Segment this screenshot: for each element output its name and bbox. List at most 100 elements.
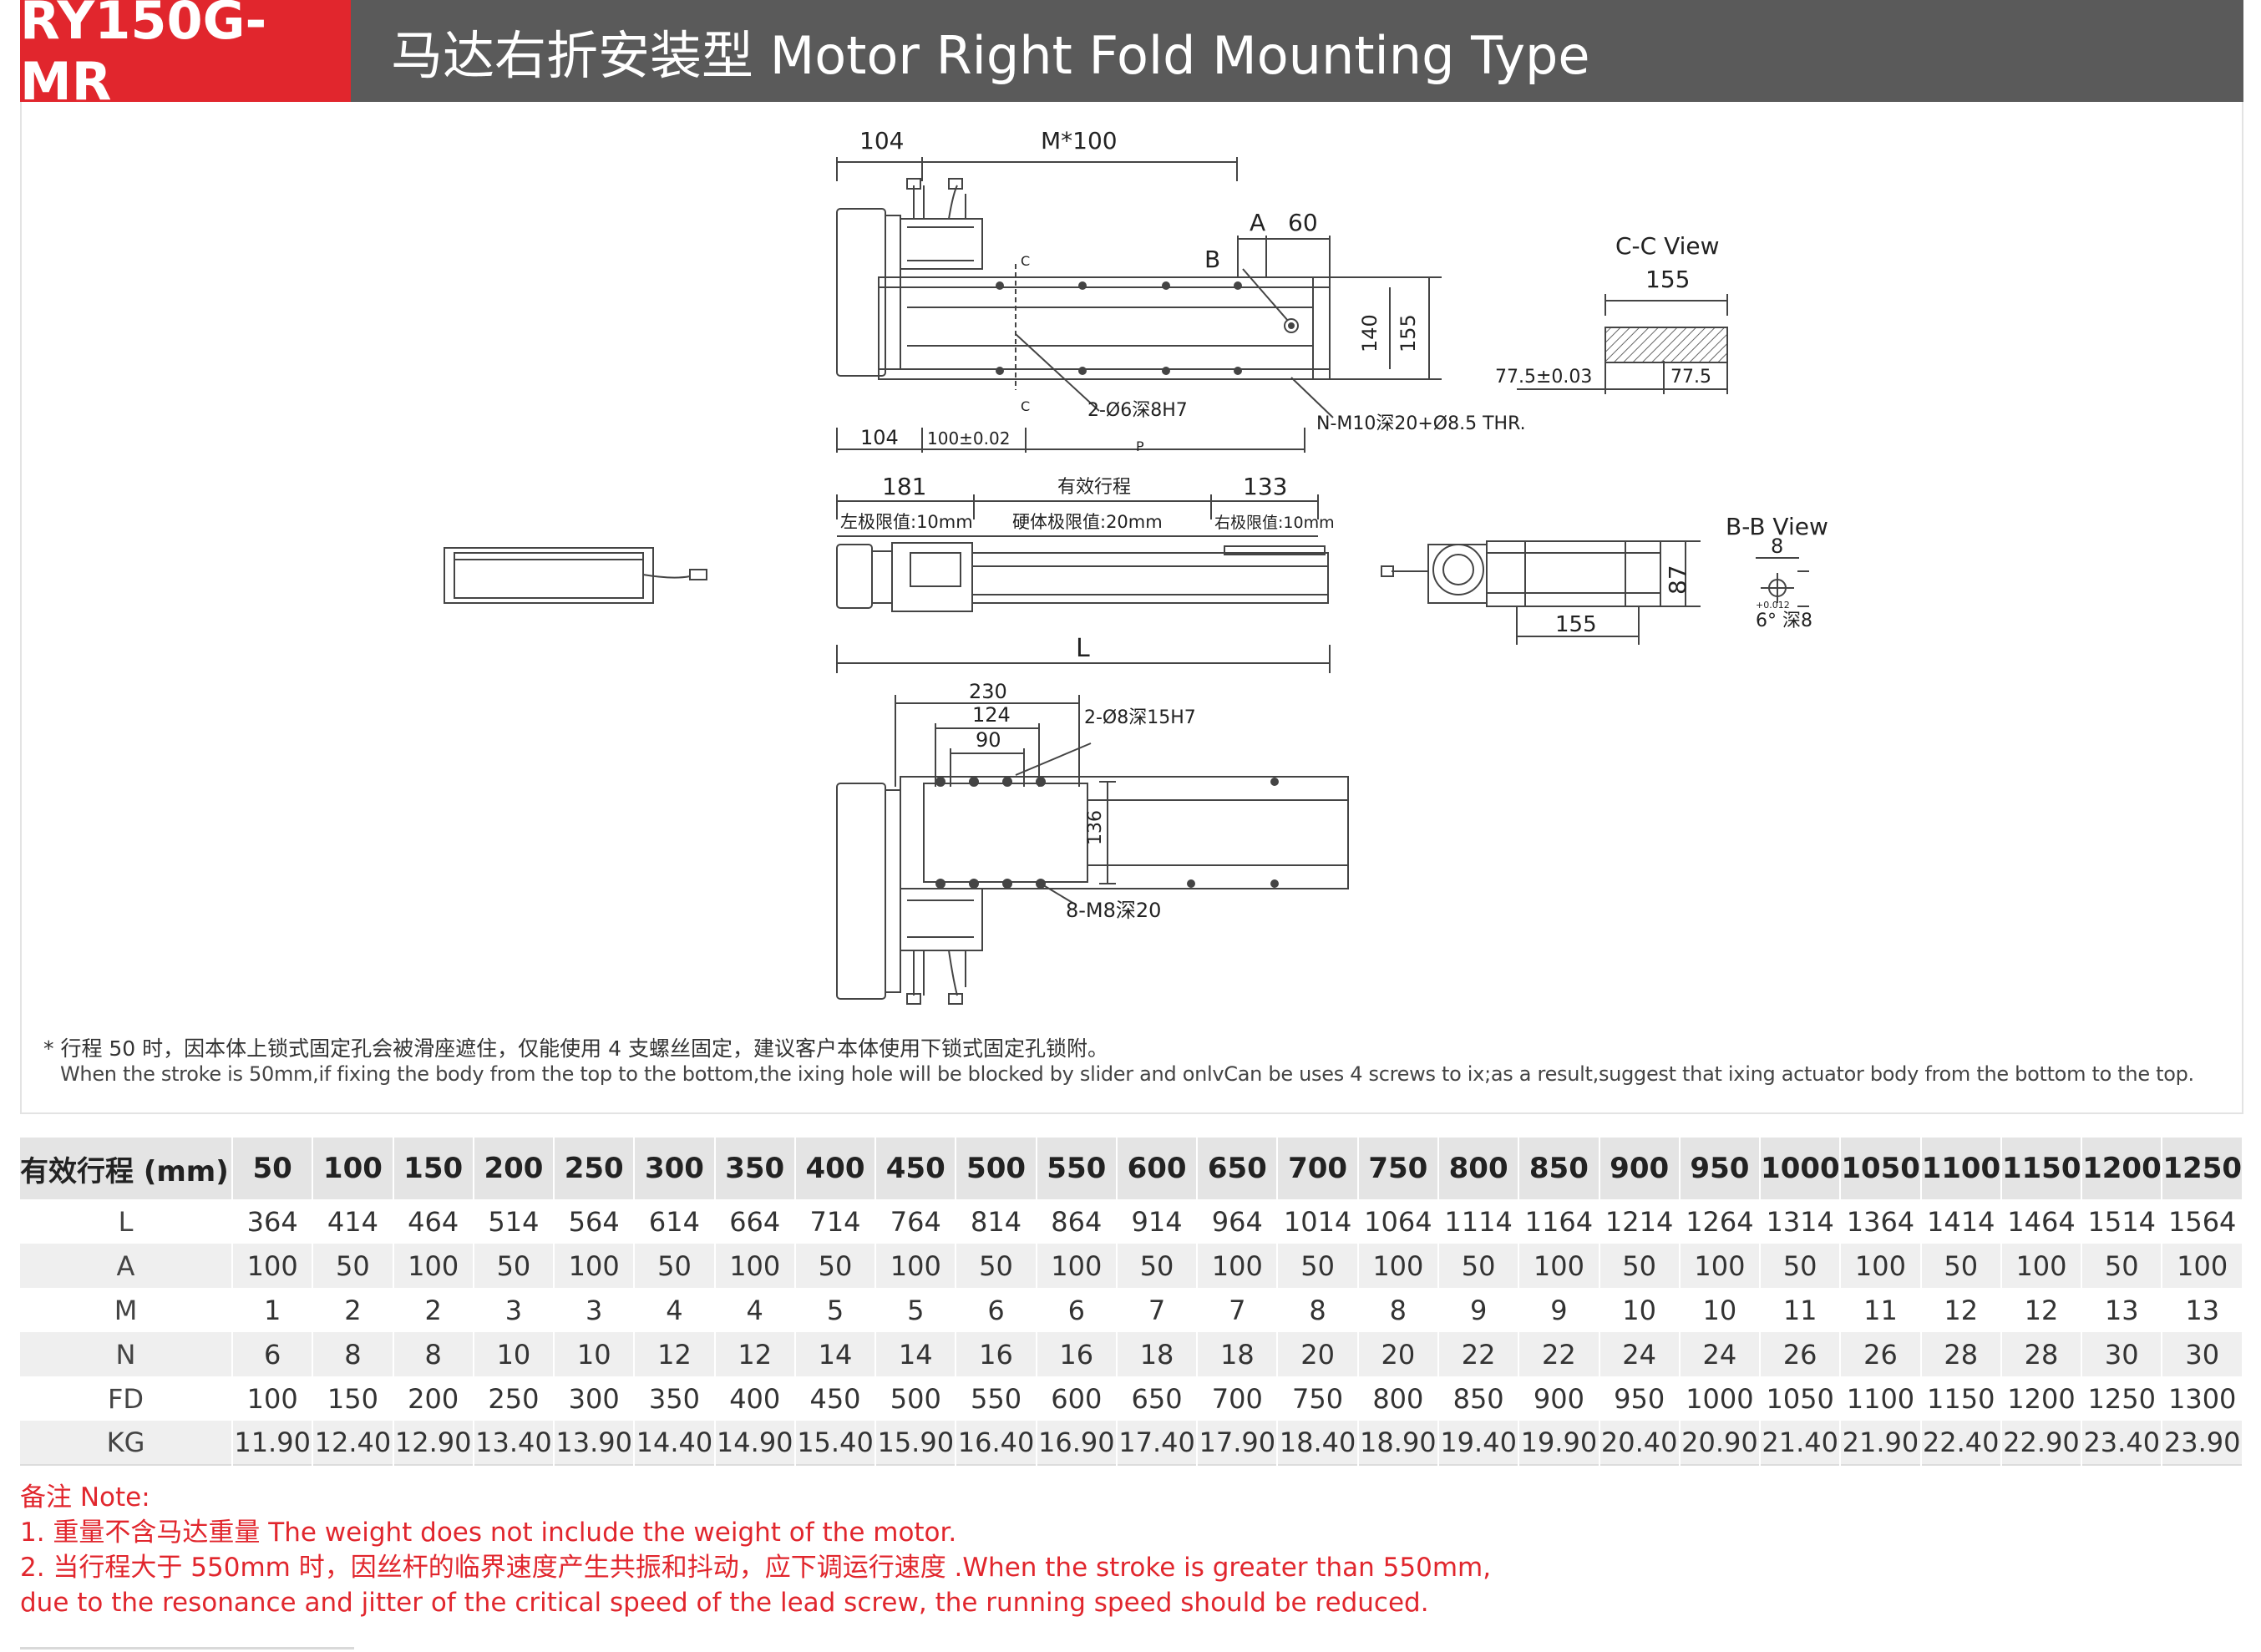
notes-title: 备注 Note: — [20, 1482, 150, 1513]
table-cell: 100 — [714, 1244, 796, 1288]
table-cell: 100 — [393, 1244, 474, 1288]
row-label: N — [20, 1332, 233, 1376]
table-cell: 10 — [473, 1332, 555, 1376]
table-cell: 14 — [794, 1332, 877, 1376]
table-cell: 12.40 — [312, 1421, 394, 1465]
table-cell: 12.90 — [393, 1421, 474, 1465]
row-label: FD — [20, 1376, 233, 1421]
bb-dim-depth: 6° 深8 — [1756, 611, 1812, 631]
table-cell: 28 — [2000, 1332, 2083, 1376]
table-cell: 13.90 — [554, 1421, 636, 1465]
bottom-dim-230: 230 — [969, 680, 1007, 703]
table-cell: 1050 — [1760, 1376, 1842, 1421]
table-cell: 200 — [393, 1376, 474, 1421]
table-cell: 1164 — [1518, 1199, 1600, 1244]
table-cell: 23.90 — [2162, 1421, 2243, 1465]
stroke-header-cell: 1100 — [1920, 1138, 2002, 1199]
table-cell: 814 — [956, 1199, 1037, 1244]
technical-drawing: 104 M*100 A 60 B C C 140 155 2-Ø6深8H7 N-… — [444, 127, 1828, 1005]
stroke-header-cell: 1050 — [1840, 1138, 1922, 1199]
cc-view — [1517, 294, 1728, 394]
cc-view-title: C-C View — [1615, 232, 1720, 260]
row-label: A — [20, 1244, 233, 1288]
table-cell: 1214 — [1599, 1199, 1681, 1244]
table-cell: 1264 — [1679, 1199, 1762, 1244]
row-label: L — [20, 1199, 233, 1244]
bottom-divider — [20, 1647, 354, 1649]
note-line-2: 2. 当行程大于 550mm 时，因丝杆的临界速度产生共振和抖动，应下调运行速度… — [20, 1553, 1492, 1583]
table-cell: 14.90 — [714, 1421, 796, 1465]
table-cell: 1314 — [1760, 1199, 1842, 1244]
table-cell: 464 — [393, 1199, 474, 1244]
table-cell: 1200 — [2000, 1376, 2083, 1421]
stroke-header-cell: 50 — [232, 1138, 314, 1199]
table-cell: 50 — [956, 1244, 1037, 1288]
table-cell: 2 — [393, 1288, 474, 1332]
table-cell: 414 — [312, 1199, 394, 1244]
table-cell: 18 — [1197, 1332, 1279, 1376]
table-cell: 1300 — [2162, 1376, 2243, 1421]
table-cell: 50 — [1920, 1244, 2002, 1288]
table-cell: 10 — [1679, 1288, 1762, 1332]
end-dim-155: 155 — [1555, 612, 1597, 637]
notes-section: 备注 Note: 1. 重量不含马达重量 The weight does not… — [20, 1480, 1691, 1620]
table-cell: 13 — [2081, 1288, 2163, 1332]
dim-155: 155 — [1397, 314, 1420, 352]
table-cell: 28 — [1920, 1332, 2002, 1376]
table-cell: 100 — [232, 1376, 314, 1421]
table-cell: 100 — [1679, 1244, 1762, 1288]
stroke-header-cell: 150 — [393, 1138, 474, 1199]
table-cell: 19.40 — [1437, 1421, 1520, 1465]
table-cell: 22.40 — [1920, 1421, 2002, 1465]
stroke-header-cell: 1200 — [2081, 1138, 2163, 1199]
left-side-view — [444, 547, 707, 604]
table-cell: 13 — [2162, 1288, 2243, 1332]
table-cell: 30 — [2162, 1332, 2243, 1376]
bottom-dim-136: 136 — [1085, 810, 1106, 845]
table-cell: 350 — [634, 1376, 716, 1421]
table-cell: 30 — [2081, 1332, 2163, 1376]
table-cell: 18 — [1116, 1332, 1199, 1376]
table-cell: 8 — [1357, 1288, 1439, 1332]
stroke-header-cell: 1000 — [1760, 1138, 1842, 1199]
label-c-bottom: C — [1021, 398, 1030, 414]
table-cell: 11 — [1760, 1288, 1842, 1332]
side-label-left-limit: 左极限值:10mm — [840, 512, 973, 532]
dim-a: A — [1250, 209, 1265, 236]
stroke-header-cell: 100 — [312, 1138, 394, 1199]
stroke-header-cell: 750 — [1357, 1138, 1439, 1199]
table-cell: 500 — [875, 1376, 957, 1421]
table-cell: 50 — [2081, 1244, 2163, 1288]
bottom-dim-124: 124 — [972, 703, 1011, 727]
stroke-header-cell: 1150 — [2000, 1138, 2083, 1199]
table-cell: 22.90 — [2000, 1421, 2083, 1465]
table-cell: 100 — [1036, 1244, 1118, 1288]
callout-pin-holes: 2-Ø6深8H7 — [1087, 400, 1188, 421]
table-cell: 650 — [1116, 1376, 1199, 1421]
bottom-dim-90: 90 — [976, 728, 1001, 752]
table-cell: 8 — [393, 1332, 474, 1376]
table-cell: 714 — [794, 1199, 877, 1244]
table-cell: 150 — [312, 1376, 394, 1421]
table-cell: 50 — [1760, 1244, 1842, 1288]
table-cell: 100 — [2000, 1244, 2083, 1288]
bb-view — [1756, 557, 1809, 607]
bb-view-title: B-B View — [1726, 513, 1828, 540]
table-cell: 15.40 — [794, 1421, 877, 1465]
stroke-header-cell: 550 — [1036, 1138, 1118, 1199]
table-cell: 11 — [1840, 1288, 1922, 1332]
table-cell: 550 — [956, 1376, 1037, 1421]
table-cell: 4 — [714, 1288, 796, 1332]
table-cell: 50 — [473, 1244, 555, 1288]
table-cell: 850 — [1437, 1376, 1520, 1421]
note-line-3: due to the resonance and jitter of the c… — [20, 1588, 1429, 1618]
table-cell: 18.40 — [1277, 1421, 1359, 1465]
cc-dim-left: 77.5±0.03 — [1495, 367, 1592, 388]
table-cell: 1100 — [1840, 1376, 1922, 1421]
row-label: KG — [20, 1421, 233, 1465]
table-cell: 1414 — [1920, 1199, 2002, 1244]
table-cell: 450 — [794, 1376, 877, 1421]
